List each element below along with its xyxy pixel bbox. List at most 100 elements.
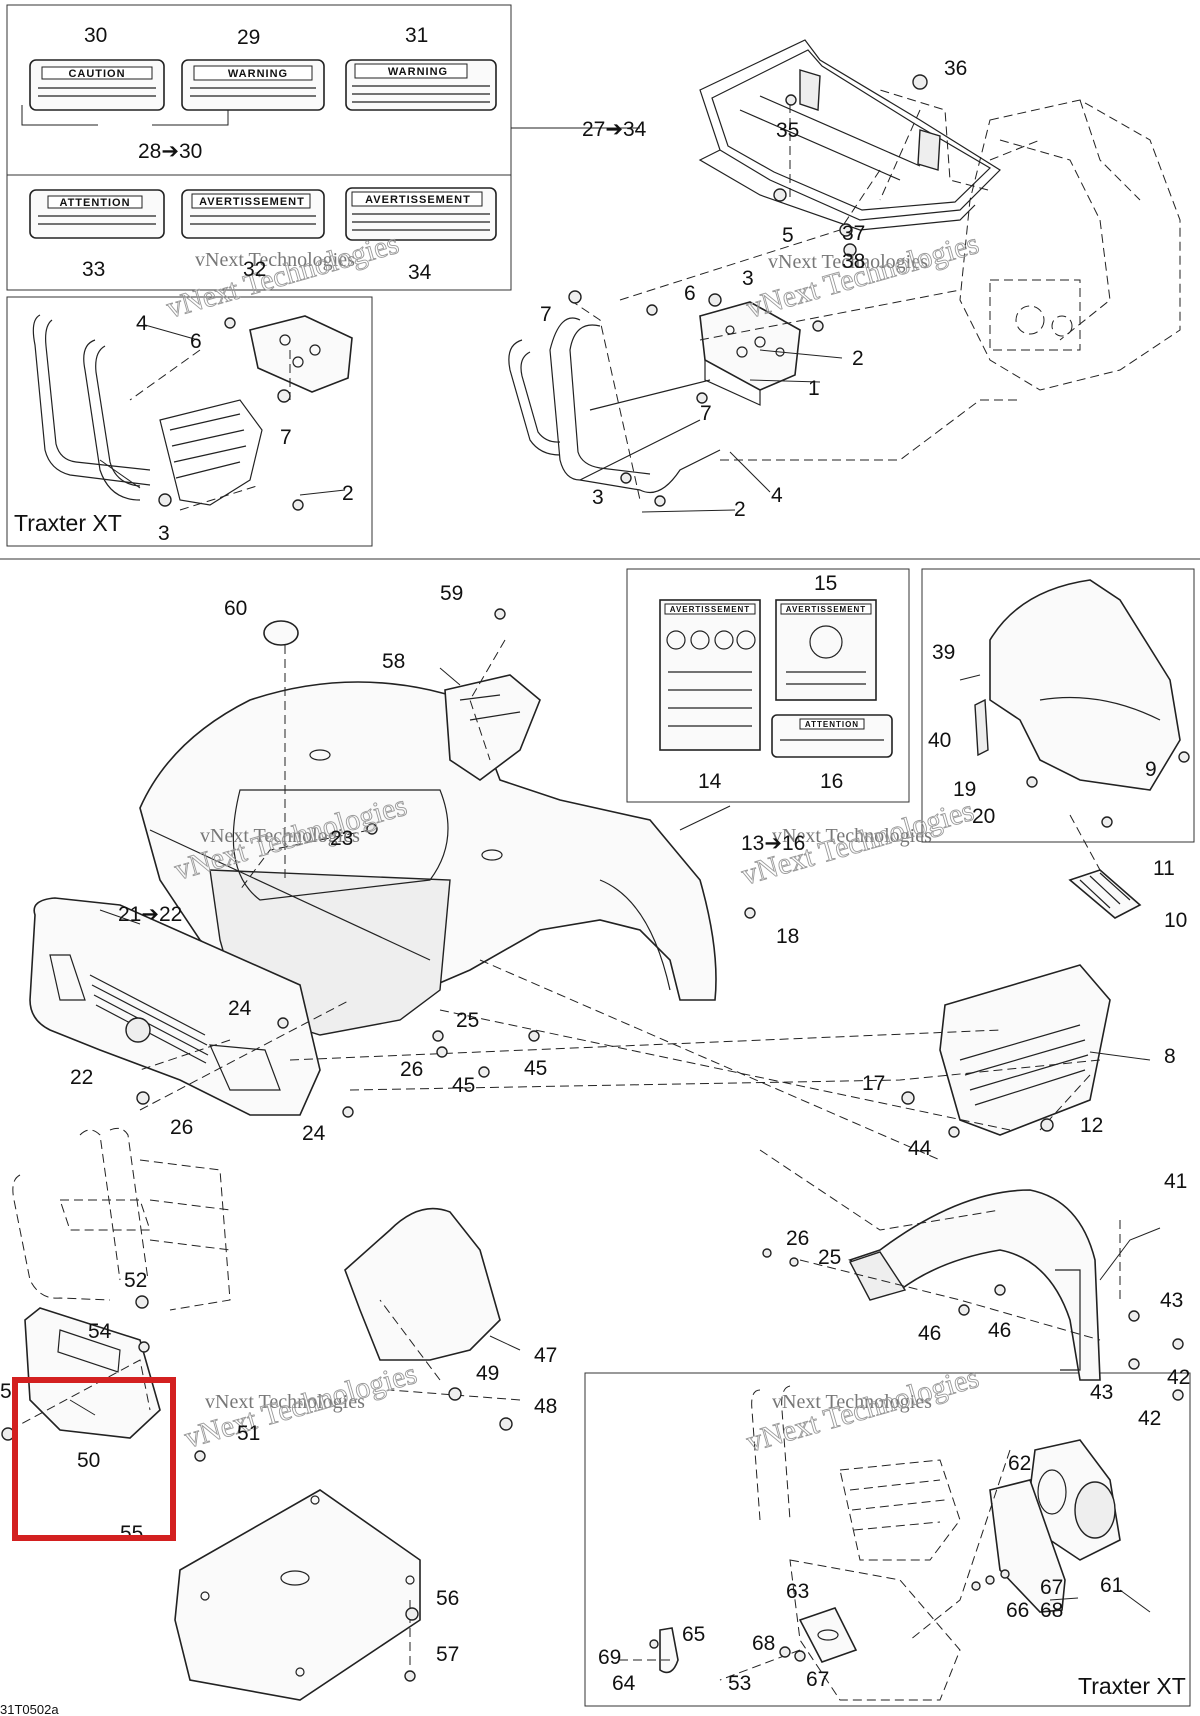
callout-44: 44 bbox=[908, 1137, 932, 1160]
callout-7-left: 7 bbox=[280, 426, 292, 449]
svg-text:AVERTISSEMENT: AVERTISSEMENT bbox=[365, 194, 471, 206]
callout-56: 56 bbox=[436, 1587, 459, 1610]
callout-43-bottom: 43 bbox=[1090, 1381, 1113, 1404]
highlight-box[interactable] bbox=[12, 1377, 176, 1541]
side-panel-39 bbox=[974, 579, 1181, 791]
svg-text:vNext Technologies: vNext Technologies bbox=[772, 825, 932, 847]
callout-9: 9 bbox=[1145, 758, 1157, 781]
svg-text:vNext Technologies: vNext Technologies bbox=[195, 249, 355, 271]
callout-1: 1 bbox=[808, 377, 820, 400]
traxter-xt-label-top: Traxter XT bbox=[14, 510, 122, 536]
decal-box-lower-frame bbox=[626, 568, 910, 803]
callout-49: 49 bbox=[476, 1362, 499, 1385]
rear-fender-41 bbox=[848, 1189, 1101, 1381]
callout-33: 33 bbox=[82, 258, 105, 281]
decal-33-attention: ATTENTION bbox=[29, 189, 165, 239]
winch-bumper-outline bbox=[751, 1385, 961, 1701]
callout-16: 16 bbox=[820, 770, 843, 793]
callout-24-top: 24 bbox=[228, 997, 252, 1020]
hook-64 bbox=[659, 1627, 679, 1674]
svg-text:vNext Technologies: vNext Technologies bbox=[163, 227, 403, 325]
decal-29-warning: WARNING bbox=[181, 59, 325, 111]
svg-text:vNext Technologies: vNext Technologies bbox=[768, 251, 928, 273]
traxter-inset-top-frame bbox=[6, 296, 373, 547]
callout-22: 22 bbox=[70, 1066, 93, 1089]
callout-15: 15 bbox=[814, 572, 837, 595]
callout-26-right: 26 bbox=[786, 1227, 809, 1250]
callout-8: 8 bbox=[1164, 1045, 1176, 1068]
callout-30: 30 bbox=[84, 24, 107, 47]
decal-31-warning: WARNING bbox=[345, 59, 497, 111]
decal-30-caution: CAUTION bbox=[29, 59, 165, 111]
callout-3-left: 3 bbox=[158, 522, 170, 545]
callout-34: 34 bbox=[408, 261, 432, 284]
callout-42-top: 42 bbox=[1167, 1366, 1190, 1389]
callout-64: 64 bbox=[612, 1672, 636, 1695]
callout-67-bottom: 67 bbox=[806, 1668, 829, 1691]
callout-58: 58 bbox=[382, 650, 405, 673]
callout-59: 59 bbox=[440, 582, 463, 605]
decal-16-attention: ATTENTION bbox=[771, 714, 893, 758]
front-grille-panel bbox=[29, 897, 321, 1116]
callout-4-top: 4 bbox=[771, 484, 783, 507]
callout-17: 17 bbox=[862, 1072, 885, 1095]
dash-cap-60 bbox=[263, 620, 299, 646]
callout-27: 27➔34 bbox=[582, 118, 647, 141]
callout-28: 28➔30 bbox=[138, 140, 202, 163]
callout-40: 40 bbox=[928, 729, 951, 752]
callout-10: 10 bbox=[1164, 909, 1187, 932]
callout-54: 54 bbox=[88, 1320, 112, 1343]
svg-text:vNext Technologies: vNext Technologies bbox=[205, 1391, 365, 1413]
callout-43-top: 43 bbox=[1160, 1289, 1183, 1312]
callout-13: 13➔16 bbox=[741, 832, 805, 855]
svg-text:ATTENTION: ATTENTION bbox=[59, 197, 130, 209]
callout-53: 53 bbox=[728, 1672, 751, 1695]
callout-62: 62 bbox=[1008, 1452, 1031, 1475]
callout-48: 48 bbox=[534, 1395, 557, 1418]
callout-61: 61 bbox=[1100, 1574, 1123, 1597]
svg-text:WARNING: WARNING bbox=[388, 66, 448, 78]
callout-65: 65 bbox=[682, 1623, 705, 1646]
svg-text:vNext Technologies: vNext Technologies bbox=[200, 825, 360, 847]
callout-45-left: 45 bbox=[452, 1074, 475, 1097]
traxter-inset-bottom-frame bbox=[584, 1372, 1191, 1707]
callout-45-right: 45 bbox=[524, 1057, 547, 1080]
svg-text:ATTENTION: ATTENTION bbox=[805, 720, 859, 729]
decal-box-frame bbox=[6, 4, 512, 291]
callout-55: 55 bbox=[120, 1522, 143, 1545]
svg-text:AVERTISSEMENT: AVERTISSEMENT bbox=[786, 605, 866, 614]
side-panel-inset-frame bbox=[921, 568, 1195, 843]
callout-6-top: 6 bbox=[684, 282, 696, 305]
callout-57: 57 bbox=[436, 1643, 459, 1666]
callout-5: 5 bbox=[782, 224, 794, 247]
callout-35: 35 bbox=[776, 119, 799, 142]
front-bumper-tube bbox=[508, 317, 721, 494]
decal-15-avertissement: AVERTISSEMENT bbox=[775, 599, 877, 701]
callout-18: 18 bbox=[776, 925, 799, 948]
callouts: 30 29 31 28➔30 27➔34 33 32 34 36 35 5 37… bbox=[0, 24, 1190, 1695]
callout-5-edge: 5 bbox=[0, 1380, 12, 1403]
rear-frame-chassis bbox=[959, 99, 1181, 391]
callout-39: 39 bbox=[932, 641, 955, 664]
callout-26-mid: 26 bbox=[170, 1116, 193, 1139]
callout-7-mid: 7 bbox=[700, 402, 712, 425]
fasteners bbox=[1, 74, 1190, 1682]
callout-69: 69 bbox=[598, 1646, 621, 1669]
callout-47: 47 bbox=[534, 1344, 557, 1367]
svg-text:vNext Technologies: vNext Technologies bbox=[772, 1391, 932, 1413]
callout-11: 11 bbox=[1153, 857, 1175, 880]
callout-32: 32 bbox=[243, 258, 266, 281]
rear-cargo-rack bbox=[698, 39, 1001, 231]
mud-flap-47 bbox=[344, 1207, 501, 1361]
callout-25-top: 25 bbox=[456, 1009, 479, 1032]
svg-text:CAUTION: CAUTION bbox=[68, 68, 125, 80]
document-code: 31T0502a bbox=[0, 1702, 59, 1716]
svg-text:AVERTISSEMENT: AVERTISSEMENT bbox=[670, 605, 750, 614]
callout-3-mid: 3 bbox=[592, 486, 604, 509]
callout-23: 23 bbox=[330, 827, 353, 850]
callout-6-left: 6 bbox=[190, 330, 202, 353]
callout-60: 60 bbox=[224, 597, 247, 620]
callout-2-left: 2 bbox=[342, 482, 354, 505]
callout-37: 37 bbox=[842, 222, 865, 245]
